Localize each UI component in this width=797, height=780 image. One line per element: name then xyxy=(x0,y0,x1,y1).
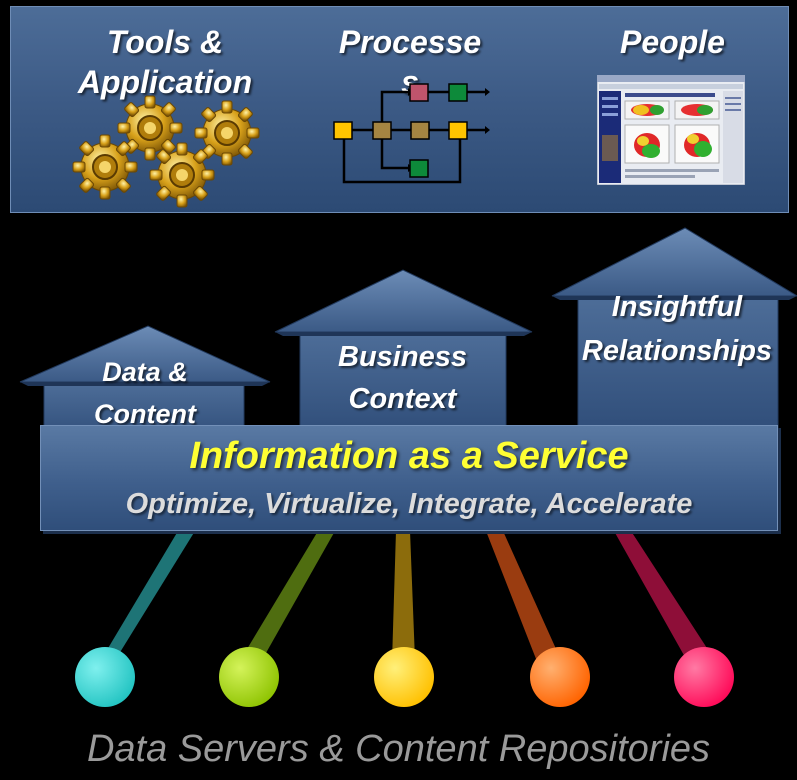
processes-label-text: Processe xyxy=(338,24,482,60)
tools-label: Tools & Application xyxy=(40,22,290,102)
webpage-screenshot-icon xyxy=(597,75,745,185)
pillar-label-line1: Business xyxy=(338,341,467,373)
tools-label-line2: Application xyxy=(77,64,253,100)
pillar-label-line2: Context xyxy=(348,383,457,415)
source-circle-5 xyxy=(674,647,734,707)
service-title: Information as a Service xyxy=(189,435,629,477)
data-sources xyxy=(75,531,734,707)
pillar-label-line2: Content xyxy=(94,399,196,429)
pillar-label-insightful-relationships: Insightful Relationships xyxy=(572,285,782,373)
process-flow-icon xyxy=(333,83,490,184)
pillars xyxy=(19,227,797,440)
pillar-insightful-relationships xyxy=(551,227,797,440)
beam-3 xyxy=(392,531,415,662)
tools-label-line1: Tools & xyxy=(106,24,224,60)
pillar-business-context xyxy=(274,269,533,440)
pillar-label-data-content: Data & Content xyxy=(50,351,240,435)
footer-caption: Data Servers & Content Repositories xyxy=(86,728,711,770)
people-label: People xyxy=(620,24,725,60)
source-circle-4 xyxy=(530,647,590,707)
service-bar xyxy=(40,425,778,531)
pillar-label-line1: Data & xyxy=(102,357,188,387)
beam-1 xyxy=(98,531,195,665)
pillar-label-line1: Insightful xyxy=(611,291,743,323)
source-circle-1 xyxy=(75,647,135,707)
beam-4 xyxy=(486,531,561,664)
pillar-label-line2: Relationships xyxy=(581,335,773,367)
beam-5 xyxy=(614,531,716,666)
gears-icon xyxy=(72,95,260,208)
source-circle-3 xyxy=(374,647,434,707)
beam-2 xyxy=(238,531,335,664)
service-subtitle: Optimize, Virtualize, Integrate, Acceler… xyxy=(125,488,693,520)
source-circle-2 xyxy=(219,647,279,707)
pillar-label-business-context: Business Context xyxy=(300,336,505,420)
